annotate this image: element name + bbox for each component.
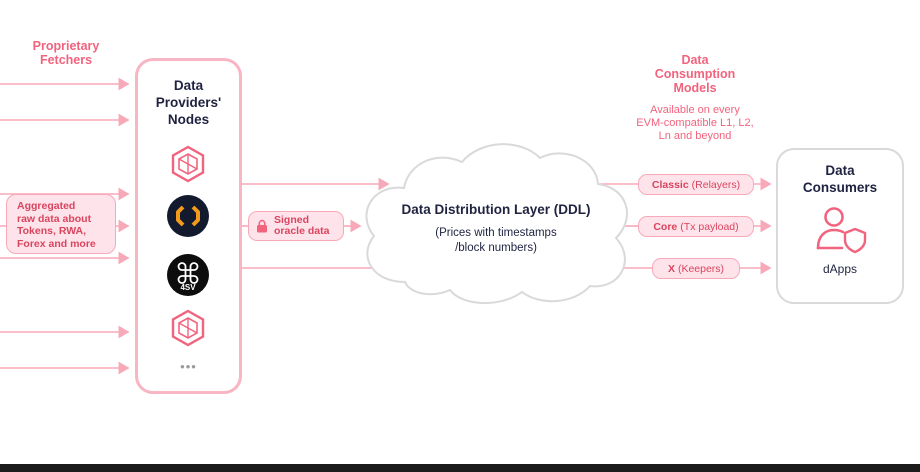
consumption-models-subtitle: Available on every EVM-compatible L1, L2…	[636, 104, 754, 142]
more-nodes-dots: •••	[180, 359, 197, 374]
model-core-name: Core	[653, 220, 678, 233]
model-classic-name: Classic	[651, 178, 689, 191]
data-consumers-title: Data Consumers	[802, 163, 878, 195]
redstone-hexagon-icon	[171, 309, 205, 347]
aggregated-data-label: Aggregated raw data about Tokens, RWA, F…	[17, 200, 96, 250]
model-core-pill: Core(Tx payload)	[638, 216, 754, 237]
model-x-pill: X(Keepers)	[652, 258, 740, 279]
ddl-subtitle: (Prices with timestamps /block numbers)	[435, 227, 557, 254]
svg-text:4SV: 4SV	[180, 283, 196, 292]
model-classic-pill: Classic(Relayers)	[638, 174, 754, 195]
signed-oracle-data-pill: Signed oracle data	[248, 211, 344, 241]
aggregated-data-pill: Aggregated raw data about Tokens, RWA, F…	[6, 194, 116, 254]
orange-brackets-logo-icon	[167, 195, 209, 237]
model-x-name: X	[667, 262, 675, 275]
redstone-hexagon-icon	[171, 145, 205, 183]
consumption-models-title: Data Consumption Models	[654, 53, 736, 95]
lock-icon	[257, 219, 267, 233]
command-4sv-logo-icon: 4SV	[167, 254, 209, 296]
user-shield-icon	[816, 207, 867, 254]
data-providers-title: Data Providers' Nodes	[155, 78, 222, 127]
proprietary-fetchers-label: Proprietary Fetchers	[32, 39, 100, 67]
signed-oracle-data-label: Signed oracle data	[274, 213, 330, 237]
data-providers-box: Data Providers' Nodes 4SV •••	[135, 58, 242, 394]
ddl-title: Data Distribution Layer (DDL)	[401, 202, 591, 217]
model-core-detail: (Tx payload)	[680, 220, 739, 233]
ddl-cloud	[365, 143, 628, 304]
model-classic-detail: (Relayers)	[691, 178, 741, 191]
data-consumers-box: Data Consumers dApps	[776, 148, 904, 304]
dapps-label: dApps	[822, 262, 858, 276]
model-x-detail: (Keepers)	[677, 262, 725, 275]
footer-bar	[0, 464, 920, 472]
